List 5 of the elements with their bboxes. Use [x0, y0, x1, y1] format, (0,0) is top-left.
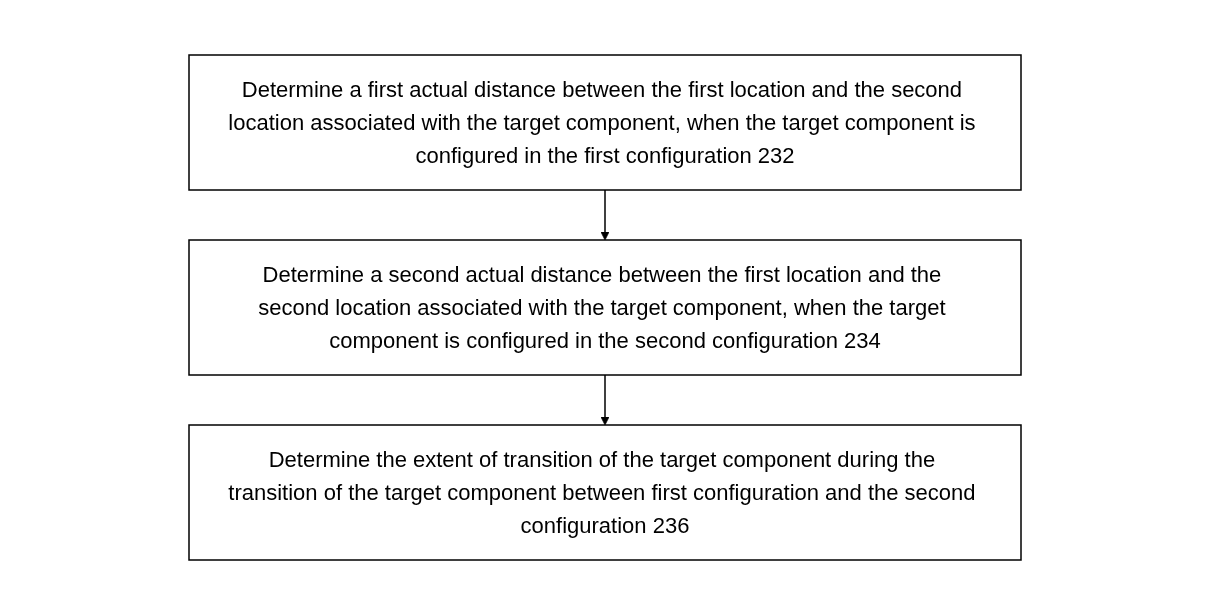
node-box: Determine a second actual distance between the first location and the second location associated with the target component, when the target component is configured in the second configuration 234: [188, 239, 1022, 376]
node-box: Determine the extent of transition of the target component during the transition of the target component between first configuration and the second configuration 236: [188, 424, 1022, 561]
arrow: [600, 189, 610, 241]
arrow: [600, 374, 610, 426]
node-box: Determine a first actual distance between the first location and the second location associated with the target component, when the target component is configured in the first configuration 232: [188, 54, 1022, 191]
